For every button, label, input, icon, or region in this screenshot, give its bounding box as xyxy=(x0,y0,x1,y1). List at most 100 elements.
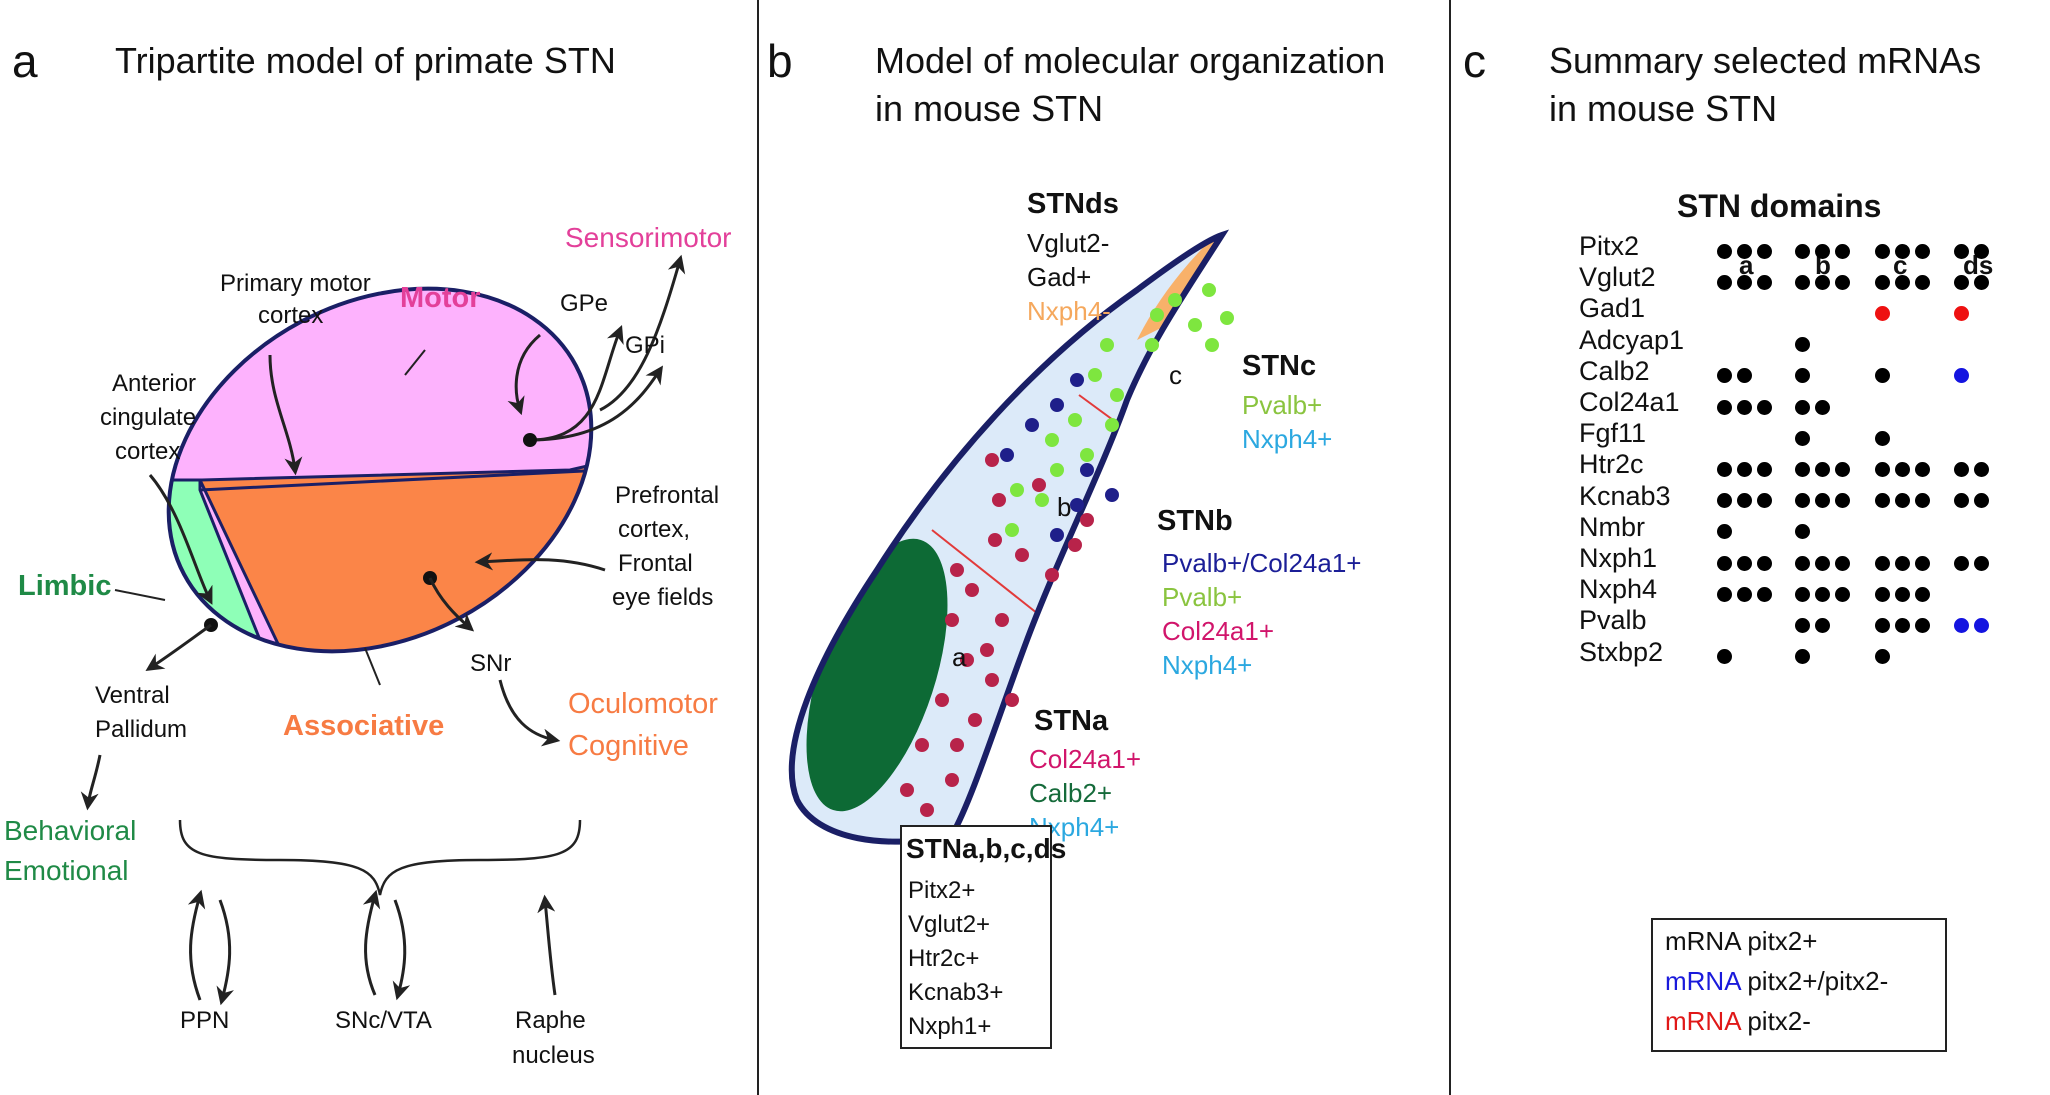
expression-dots xyxy=(1954,271,1994,293)
panel-b-title-2: in mouse STN xyxy=(875,88,1104,129)
panel-a: a Tripartite model of primate STN Sensor… xyxy=(0,0,757,1095)
expression-dots xyxy=(1717,240,1777,262)
neuron-dot xyxy=(980,643,994,657)
input-brace xyxy=(178,819,582,896)
raphe-label-1: Raphe xyxy=(515,1007,586,1034)
neuron-dot xyxy=(1080,463,1094,477)
common-marker-1: Pitx2+ xyxy=(908,877,976,904)
neuron-dot xyxy=(1168,293,1182,307)
cognitive-label: Cognitive xyxy=(568,730,689,762)
anterior-label-2: cingulate xyxy=(100,404,197,431)
expression-dot xyxy=(1895,493,1910,509)
domain-letter-a: a xyxy=(952,642,967,672)
stnds-marker-3: Nxph4- xyxy=(1027,296,1111,326)
legend-text-1: pitx2+ xyxy=(1740,926,1818,956)
expression-dot xyxy=(1895,555,1910,571)
panel-b-letter: b xyxy=(767,35,793,87)
expression-dot xyxy=(1815,399,1830,415)
gene-label: Htr2c xyxy=(1579,449,1644,480)
expression-dot xyxy=(1815,555,1830,571)
expression-dot xyxy=(1915,617,1930,633)
neuron-dot xyxy=(900,783,914,797)
gene-label: Nxph1 xyxy=(1579,543,1658,573)
primary-motor-label-2: cortex xyxy=(258,302,324,329)
expression-dot xyxy=(1875,493,1890,509)
expression-dot xyxy=(1737,399,1752,415)
expression-dots xyxy=(1875,271,1935,293)
mrna-legend: mRNA pitx2+ mRNA pitx2+/pitx2- mRNA pitx… xyxy=(1651,918,1947,1052)
stnc-title: STNc xyxy=(1242,350,1317,382)
neuron-dot xyxy=(1110,388,1124,402)
snc-vta-label: SNc/VTA xyxy=(335,1007,432,1034)
expression-dot xyxy=(1757,461,1772,477)
expression-dot xyxy=(1875,461,1890,477)
neuron-dot xyxy=(1000,448,1014,462)
expression-dot xyxy=(1795,243,1810,259)
anterior-label-3: cortex xyxy=(115,438,181,465)
expression-dot xyxy=(1795,274,1810,290)
expression-dot xyxy=(1835,586,1850,602)
neuron-dot xyxy=(1150,308,1164,322)
ventral-label-2: Pallidum xyxy=(95,716,188,743)
stna-title: STNa xyxy=(1034,705,1109,737)
primary-motor-label-1: Primary motor xyxy=(220,270,371,297)
panel-b-title-1: Model of molecular organization xyxy=(875,40,1386,81)
expression-dot xyxy=(1815,274,1830,290)
expression-dots xyxy=(1795,427,1815,449)
expression-dots xyxy=(1875,302,1895,324)
expression-dot xyxy=(1737,243,1752,259)
expression-dot xyxy=(1875,274,1890,290)
neuron-dot xyxy=(1050,398,1064,412)
stnds-marker-1: Vglut2- xyxy=(1027,228,1110,258)
expression-dot xyxy=(1795,368,1810,384)
expression-dot xyxy=(1875,305,1890,321)
expression-dots xyxy=(1954,365,1974,387)
expression-dot xyxy=(1795,617,1810,633)
expression-dot xyxy=(1974,243,1989,259)
expression-dots xyxy=(1954,458,1994,480)
expression-dots xyxy=(1795,271,1855,293)
neuron-dot xyxy=(985,673,999,687)
stnds-marker-2: Gad+ xyxy=(1027,262,1092,292)
panel-c-title-2: in mouse STN xyxy=(1549,88,1778,129)
legend-row-2: mRNA pitx2+/pitx2- xyxy=(1665,966,1888,997)
gene-label: Kcnab3 xyxy=(1579,480,1671,511)
expression-dot xyxy=(1835,555,1850,571)
expression-dots xyxy=(1717,583,1777,605)
expression-dots xyxy=(1875,583,1935,605)
expression-dots xyxy=(1875,490,1935,512)
behavioral-label: Behavioral xyxy=(4,815,137,846)
motor-label: Motor xyxy=(400,282,481,314)
expression-dots xyxy=(1875,240,1935,262)
expression-dot xyxy=(1875,555,1890,571)
expression-dot xyxy=(1915,461,1930,477)
expression-dots xyxy=(1875,365,1895,387)
legend-mrna-1: mRNA xyxy=(1665,926,1741,956)
raphe-label-2: nucleus xyxy=(512,1042,595,1069)
neuron-dot xyxy=(1105,418,1119,432)
neuron-dot xyxy=(1105,488,1119,502)
expression-dot xyxy=(1835,461,1850,477)
anterior-label-1: Anterior xyxy=(112,370,197,397)
common-marker-5: Nxph1+ xyxy=(908,1013,992,1040)
expression-dot xyxy=(1895,461,1910,477)
stnb-marker-1: Pvalb+/Col24a1+ xyxy=(1162,548,1362,578)
neuron-dot xyxy=(1145,338,1159,352)
expression-dot xyxy=(1954,617,1969,633)
neuron-dot xyxy=(960,653,974,667)
expression-dot xyxy=(1954,274,1969,290)
expression-dot xyxy=(1737,274,1752,290)
expression-dot xyxy=(1954,305,1969,321)
stnb-marker-3: Col24a1+ xyxy=(1162,616,1275,646)
expression-dot xyxy=(1795,399,1810,415)
expression-dot xyxy=(1974,555,1989,571)
expression-dot xyxy=(1875,649,1890,665)
expression-dots xyxy=(1717,490,1777,512)
neuron-dot xyxy=(1045,568,1059,582)
stnc-marker-1: Pvalb+ xyxy=(1242,390,1323,420)
prefrontal-label-4: eye fields xyxy=(612,584,714,611)
panel-divider-right xyxy=(1449,0,1451,1095)
expression-dot xyxy=(1795,649,1810,665)
expression-dot xyxy=(1974,493,1989,509)
neuron-dot xyxy=(1080,448,1094,462)
